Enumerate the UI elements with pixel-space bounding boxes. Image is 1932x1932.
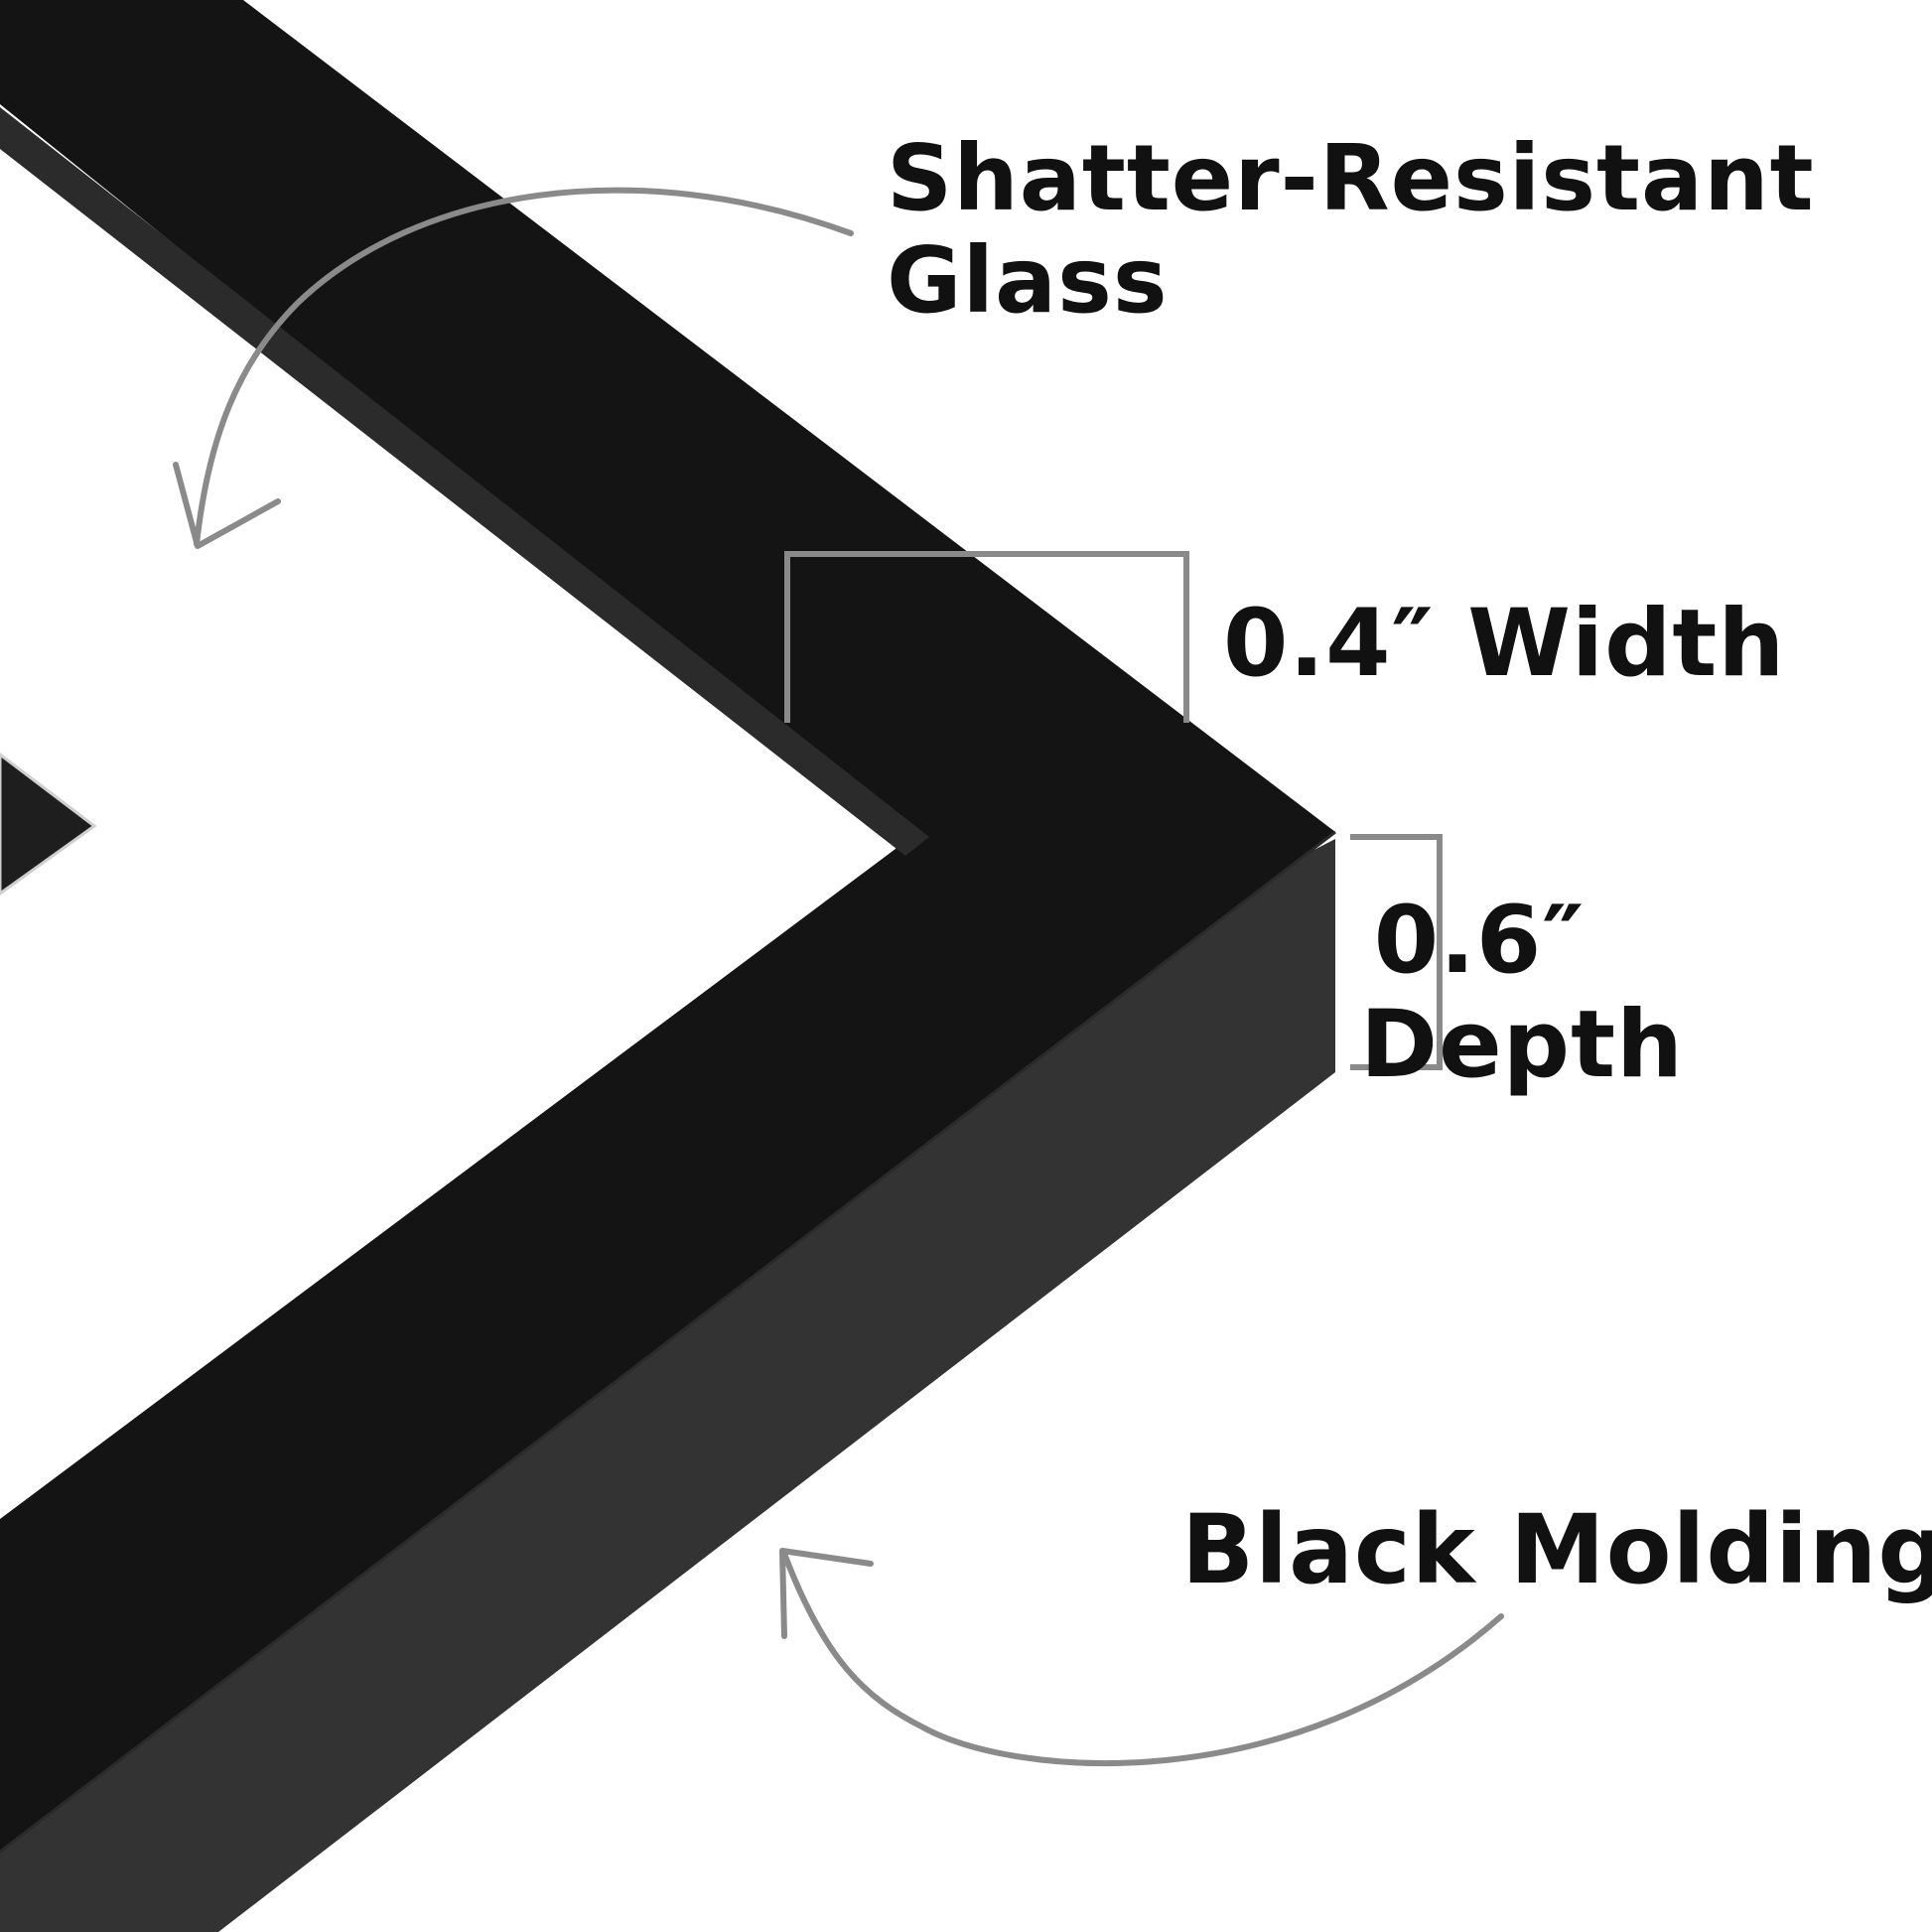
artwork-opening	[0, 104, 911, 1519]
dimension-bracket-icon	[1350, 834, 1443, 1070]
depth-label: 0.6″ Depth	[1360, 887, 1684, 1100]
glass-label-line1: Shatter-Resistant	[887, 125, 1815, 231]
width-label: 0.4″ Width	[1223, 590, 1786, 698]
arrowhead-icon	[173, 462, 281, 549]
glass-pointer-arrow	[173, 187, 854, 549]
frame-edge-highlight	[0, 830, 1336, 1854]
glass-label-line2: Glass	[887, 227, 1169, 335]
curved-arrow-icon	[194, 187, 854, 547]
depth-label-line1: 0.6″	[1373, 887, 1586, 995]
glass-label: Shatter-Resistant Glass	[887, 127, 1815, 332]
dimension-bracket-icon	[784, 551, 1189, 723]
depth-label-line2: Depth	[1360, 991, 1684, 1100]
molding-label: Black Molding	[1181, 1494, 1932, 1605]
glass-edge	[0, 107, 929, 856]
molding-pointer-arrow	[779, 1548, 1504, 1766]
inner-frame-fragment	[0, 753, 97, 896]
arrowhead-icon	[779, 1548, 874, 1639]
curved-arrow-icon	[781, 1551, 1504, 1766]
frame-side	[0, 839, 1335, 1932]
